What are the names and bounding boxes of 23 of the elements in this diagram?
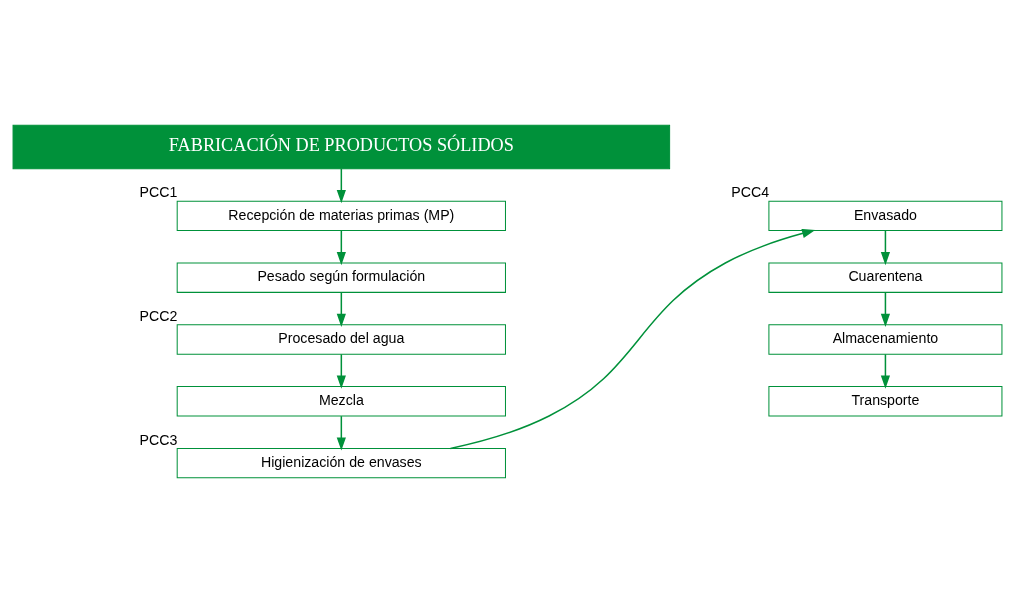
node-box: Procesado del agua bbox=[176, 324, 506, 355]
arrow bbox=[336, 291, 346, 327]
node-box: Cuarentena bbox=[767, 262, 1002, 293]
node-label: PCC3 bbox=[139, 431, 177, 448]
node-box: Higienización de envases bbox=[176, 447, 506, 479]
arrow bbox=[880, 291, 890, 327]
arrow bbox=[336, 353, 346, 389]
node-box: FABRICACIÓN DE PRODUCTOS SÓLIDOS bbox=[12, 124, 670, 170]
arrow bbox=[880, 353, 890, 389]
node-label: PCC4 bbox=[730, 184, 769, 201]
node-box: Mezcla bbox=[176, 386, 506, 417]
node-box: Transporte bbox=[767, 386, 1002, 417]
arrow bbox=[336, 230, 346, 266]
arrow bbox=[449, 228, 815, 450]
arrow bbox=[336, 168, 346, 204]
node-box: Envasado bbox=[767, 200, 1002, 232]
node-label: PCC1 bbox=[139, 184, 177, 201]
arrow bbox=[880, 230, 890, 266]
node-label: PCC2 bbox=[139, 307, 177, 324]
node-box: Pesado según formulación bbox=[176, 262, 506, 293]
arrow bbox=[336, 415, 346, 451]
node-box: Recepción de materias primas (MP) bbox=[176, 200, 506, 232]
node-box: Almacenamiento bbox=[767, 324, 1002, 355]
